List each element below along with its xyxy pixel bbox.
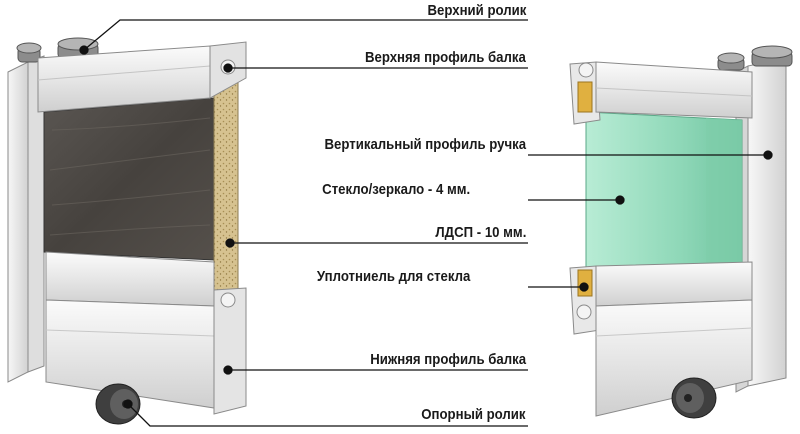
left-side-rail (7, 61, 29, 383)
label-glass-mirror: Стекло/зеркало - 4 мм. (321, 181, 470, 198)
vertical-handle-profile (747, 57, 787, 387)
ldsp-edge (213, 75, 239, 295)
right-door-section (569, 45, 793, 419)
top-profile-beam-right (569, 61, 753, 125)
bottom-profile-beam-right (569, 261, 753, 417)
label-vertical-handle-profile: Вертикальный профиль ручка (324, 136, 526, 153)
top-roller-right (717, 45, 793, 71)
bottom-profile-beam-left (45, 251, 247, 415)
leader-lines (79, 19, 773, 427)
leader-support-roller (127, 403, 528, 427)
support-roller-right (671, 377, 717, 419)
label-support-roller: Опорный ролик (421, 406, 526, 423)
leader-top-roller (83, 19, 528, 51)
label-top-roller: Верхний ролик (427, 2, 526, 19)
label-glass-seal: Уплотниель для стекла (316, 268, 470, 285)
label-top-profile-beam: Верхняя профиль балка (365, 49, 526, 66)
label-ldsp: ЛДСП - 10 мм. (435, 224, 526, 241)
label-bottom-profile-beam: Нижняя профиль балка (370, 351, 526, 368)
support-roller-left (95, 383, 141, 425)
left-door-section (7, 37, 247, 425)
ldsp-panel-face (43, 97, 215, 261)
